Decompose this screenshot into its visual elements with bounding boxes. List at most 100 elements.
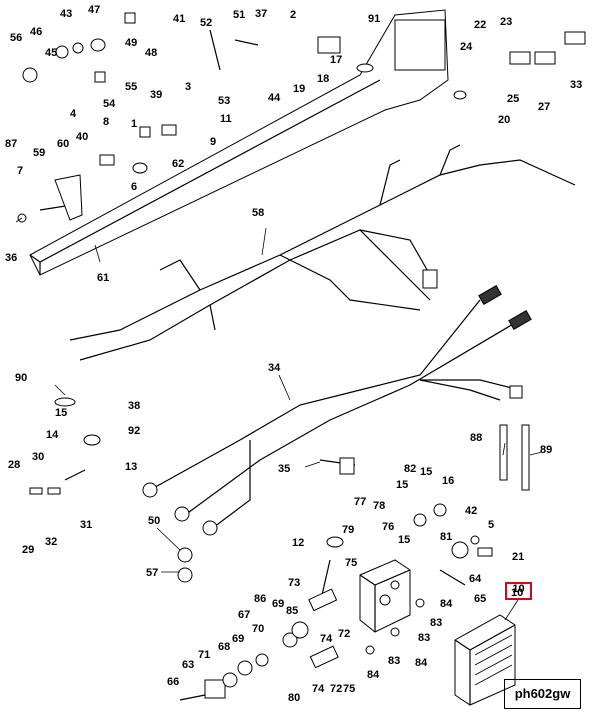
callout-84b: 84 bbox=[415, 657, 428, 669]
callout-27: 27 bbox=[538, 101, 550, 113]
callout-2: 2 bbox=[290, 9, 296, 21]
callout-79: 79 bbox=[342, 524, 354, 536]
callout-91: 91 bbox=[368, 13, 380, 25]
callout-42: 42 bbox=[465, 505, 477, 517]
callout-84c: 84 bbox=[367, 669, 380, 681]
callout-6: 6 bbox=[131, 181, 137, 193]
callout-44: 44 bbox=[268, 92, 281, 104]
callout-32: 32 bbox=[45, 536, 57, 548]
callout-48: 48 bbox=[145, 47, 157, 59]
callout-29: 29 bbox=[22, 544, 34, 556]
callout-16: 16 bbox=[442, 475, 454, 487]
callout-56: 56 bbox=[10, 32, 22, 44]
callout-64: 64 bbox=[469, 573, 482, 585]
callout-81: 81 bbox=[440, 531, 452, 543]
callout-7: 7 bbox=[17, 165, 23, 177]
cable-34 bbox=[142, 284, 532, 536]
callout-15c: 15 bbox=[396, 479, 408, 491]
callout-74a: 74 bbox=[320, 633, 333, 645]
callout-28: 28 bbox=[8, 459, 20, 471]
callout-83b: 83 bbox=[418, 632, 430, 644]
callout-77: 77 bbox=[354, 496, 366, 508]
callout-53: 53 bbox=[218, 95, 230, 107]
callout-31: 31 bbox=[80, 519, 92, 531]
figure-code: ph602gw bbox=[514, 686, 571, 701]
figure-code-box bbox=[504, 679, 581, 709]
callout-33: 33 bbox=[570, 79, 582, 91]
callout-40: 40 bbox=[76, 131, 88, 143]
callout-9: 9 bbox=[210, 136, 216, 148]
callout-90: 90 bbox=[15, 372, 27, 384]
callout-3: 3 bbox=[185, 81, 191, 93]
callout-5: 5 bbox=[488, 519, 494, 531]
callout-62: 62 bbox=[172, 158, 184, 170]
callout-45: 45 bbox=[45, 47, 57, 59]
callout-17: 17 bbox=[330, 54, 342, 66]
callout-12: 12 bbox=[292, 537, 304, 549]
callout-49: 49 bbox=[125, 37, 137, 49]
callout-61: 61 bbox=[97, 272, 109, 284]
callout-4: 4 bbox=[70, 108, 77, 120]
callout-83c: 83 bbox=[388, 655, 400, 667]
callout-15a: 15 bbox=[55, 407, 67, 419]
callout-51: 51 bbox=[233, 9, 245, 21]
callout-66: 66 bbox=[167, 676, 179, 688]
callout-86: 86 bbox=[254, 593, 266, 605]
callout-72a: 72 bbox=[338, 628, 350, 640]
small-parts bbox=[17, 12, 586, 701]
callout-22: 22 bbox=[474, 19, 486, 31]
callout-89: 89 bbox=[540, 444, 552, 456]
leader-lines bbox=[15, 217, 543, 621]
callout-68: 68 bbox=[218, 641, 230, 653]
callout-43: 43 bbox=[60, 8, 72, 20]
callout-34: 34 bbox=[268, 362, 281, 374]
callout-24: 24 bbox=[460, 41, 473, 53]
callout-15b: 15 bbox=[420, 466, 432, 478]
callout-1: 1 bbox=[131, 118, 137, 130]
callout-46: 46 bbox=[30, 26, 42, 38]
callout-85: 85 bbox=[286, 605, 298, 617]
callout-84a: 84 bbox=[440, 598, 453, 610]
callout-11: 11 bbox=[220, 113, 232, 125]
callout-47: 47 bbox=[88, 4, 100, 16]
wire-harness-58 bbox=[69, 144, 576, 361]
highlighted-callout-label: 10 bbox=[512, 583, 525, 595]
callout-35: 35 bbox=[278, 463, 290, 475]
callout-70: 70 bbox=[252, 623, 264, 635]
callout-69b: 69 bbox=[272, 598, 284, 610]
callout-21: 21 bbox=[512, 551, 524, 563]
callout-10: 10 bbox=[511, 587, 523, 599]
callout-labels: 1 2 3 4 5 6 7 8 9 10 11 12 13 14 15 15 1… bbox=[5, 4, 582, 704]
callout-87: 87 bbox=[5, 138, 17, 150]
callout-82: 82 bbox=[404, 463, 416, 475]
callout-55: 55 bbox=[125, 81, 137, 93]
valve-block bbox=[359, 559, 411, 633]
callout-8: 8 bbox=[103, 116, 109, 128]
callout-76: 76 bbox=[382, 521, 394, 533]
callout-52: 52 bbox=[200, 17, 212, 29]
callout-74b: 74 bbox=[312, 683, 325, 695]
callout-69a: 69 bbox=[232, 633, 244, 645]
frame-rail bbox=[29, 9, 449, 276]
callout-67: 67 bbox=[238, 609, 250, 621]
callout-20: 20 bbox=[498, 114, 510, 126]
callout-18: 18 bbox=[317, 73, 329, 85]
callout-88: 88 bbox=[470, 432, 482, 444]
highlighted-callout-box bbox=[505, 582, 532, 600]
callout-92: 92 bbox=[128, 425, 140, 437]
callout-60: 60 bbox=[57, 138, 69, 150]
callout-75a: 75 bbox=[345, 557, 357, 569]
callout-41: 41 bbox=[173, 13, 185, 25]
callout-14: 14 bbox=[46, 429, 59, 441]
callout-58: 58 bbox=[252, 207, 264, 219]
callout-25: 25 bbox=[507, 93, 519, 105]
callout-19: 19 bbox=[293, 83, 305, 95]
callout-75b: 75 bbox=[343, 683, 355, 695]
callout-80: 80 bbox=[288, 692, 300, 704]
brackets bbox=[499, 424, 530, 491]
callout-54: 54 bbox=[103, 98, 116, 110]
callout-38: 38 bbox=[128, 400, 140, 412]
callout-59: 59 bbox=[33, 147, 45, 159]
controller-module bbox=[454, 614, 516, 706]
